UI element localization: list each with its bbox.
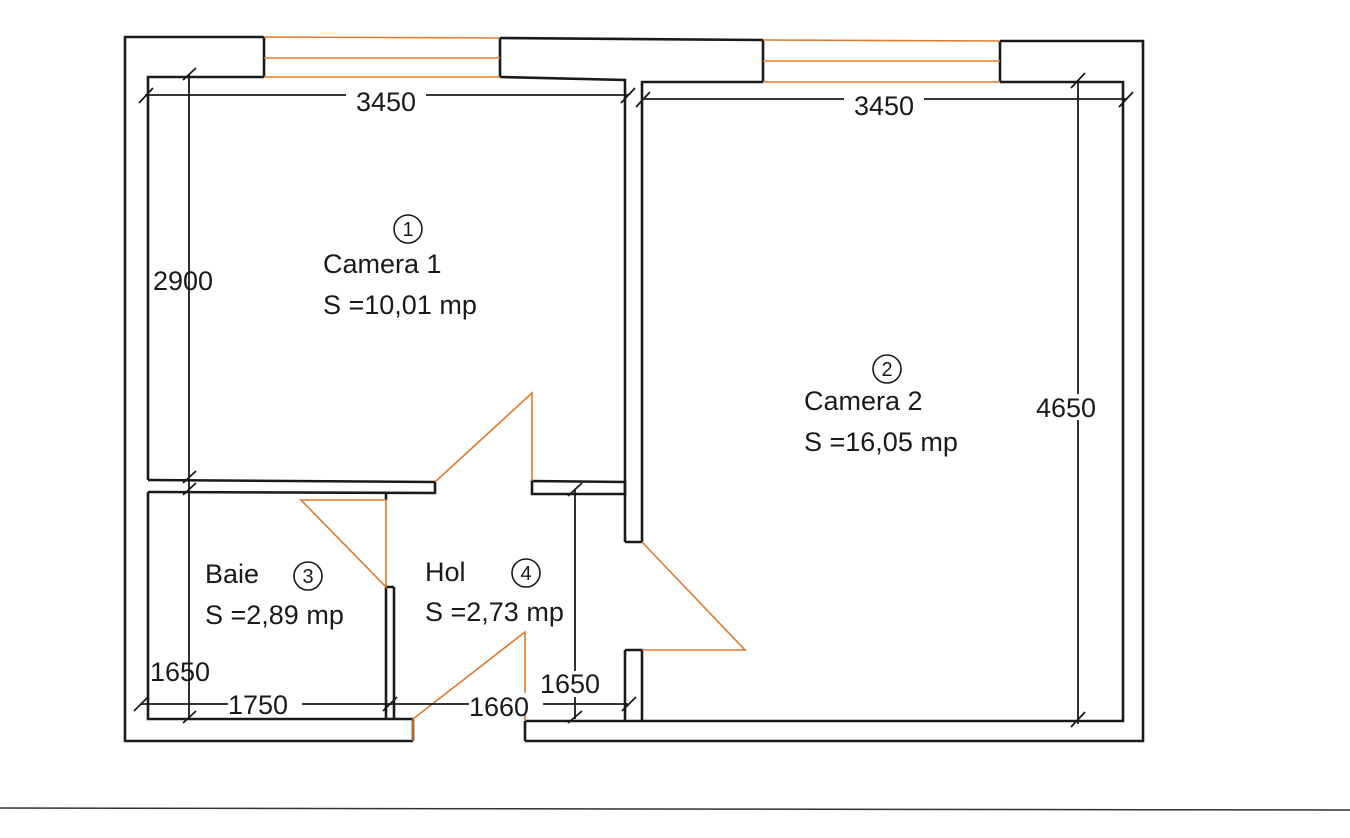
room-camera-1: 1 Camera 1 S =10,01 mp (323, 214, 477, 320)
room-hol: Hol 4 S =2,73 mp (425, 557, 564, 627)
room-number-circle (511, 558, 541, 588)
room-name: Baie (205, 559, 259, 589)
room-number: 3 (302, 566, 313, 588)
dim-hol-depth: 1650 (540, 669, 600, 699)
room-number: 4 (520, 563, 531, 585)
dim-camera2-depth: 4650 (1036, 393, 1096, 423)
dimension-labels: 3450 3450 2900 4650 1650 1750 1660 1650 (150, 84, 1116, 722)
room-name: Hol (425, 557, 466, 587)
room-area: S =16,05 mp (804, 427, 958, 457)
room-number-circle (872, 354, 902, 384)
interior-walls (147, 478, 644, 721)
room-area: S =2,73 mp (425, 597, 564, 627)
room-number: 1 (402, 219, 413, 241)
room-number: 2 (881, 359, 892, 381)
dim-camera1-depth: 2900 (153, 266, 213, 296)
room-number-circle (293, 561, 323, 591)
dim-baie-width: 1750 (228, 690, 288, 720)
dim-baie-depth: 1650 (150, 657, 210, 687)
room-area: S =2,89 mp (205, 600, 344, 630)
exterior-walls (123, 35, 1145, 743)
dim-camera2-width: 3450 (854, 91, 914, 121)
room-camera-2: 2 Camera 2 S =16,05 mp (804, 354, 958, 457)
dim-hol-width: 1660 (469, 692, 529, 722)
room-name: Camera 2 (804, 386, 923, 416)
page-rule (0, 807, 1350, 811)
room-number-circle (393, 214, 423, 244)
doors (299, 391, 747, 741)
windows (263, 36, 1001, 83)
dim-camera1-width: 3450 (356, 87, 416, 117)
room-area: S =10,01 mp (323, 290, 477, 320)
room-name: Camera 1 (323, 249, 442, 279)
room-baie: Baie 3 S =2,89 mp (205, 559, 344, 630)
